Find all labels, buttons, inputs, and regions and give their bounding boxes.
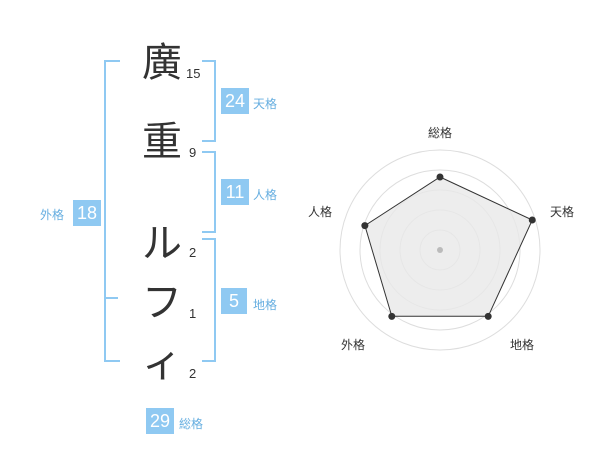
stroke-count-4: 1: [189, 306, 197, 321]
tenkaku-label: 天格: [253, 97, 278, 111]
tenkaku-bracket: [202, 60, 216, 142]
radar-point-jinkaku: [361, 222, 369, 230]
radar-score-points: [361, 173, 536, 320]
chikaku-value-box: 5: [221, 288, 247, 314]
radar-ring: [339, 149, 541, 351]
stroke-count-3: 2: [189, 245, 197, 260]
stroke-count-1: 15: [186, 66, 201, 81]
gaikaku-bracket-tick: [104, 297, 118, 299]
name-char-4: フ: [142, 280, 182, 326]
radar-label-soukaku: 総格: [428, 126, 453, 140]
name-char-3: ル: [142, 221, 182, 267]
radar-point-tenkaku: [528, 216, 536, 224]
radar-point-soukaku: [436, 173, 444, 181]
gaikaku-bracket: [104, 60, 120, 362]
stroke-count-5: 2: [189, 366, 197, 381]
tenkaku-value-box: 24: [221, 88, 249, 114]
soukaku-value-box: 29: [146, 408, 174, 434]
radar-score-polygon: [364, 176, 533, 317]
radar-label-chikaku: 地格: [510, 338, 535, 352]
gaikaku-label: 外格: [40, 208, 65, 222]
radar-point-chikaku: [484, 312, 492, 320]
jinkaku-value-box: 11: [221, 179, 249, 205]
radar-label-jinkaku: 人格: [308, 205, 333, 219]
chikaku-label: 地格: [253, 298, 278, 312]
gaikaku-value-box: 18: [73, 200, 101, 226]
radar-center-dot: [437, 247, 443, 253]
radar-ring: [359, 169, 521, 331]
radar-label-gaikaku: 外格: [341, 338, 366, 352]
soukaku-label: 総格: [179, 417, 204, 431]
name-char-1: 廣: [142, 40, 182, 86]
stroke-count-2: 9: [189, 145, 197, 160]
name-char-2: 重: [142, 119, 182, 165]
name-char-5: ィ: [142, 340, 182, 386]
jinkaku-bracket: [202, 151, 216, 233]
radar-point-gaikaku: [388, 312, 396, 320]
chikaku-bracket: [202, 238, 216, 362]
radar-label-tenkaku: 天格: [550, 205, 575, 219]
jinkaku-label: 人格: [253, 188, 278, 202]
